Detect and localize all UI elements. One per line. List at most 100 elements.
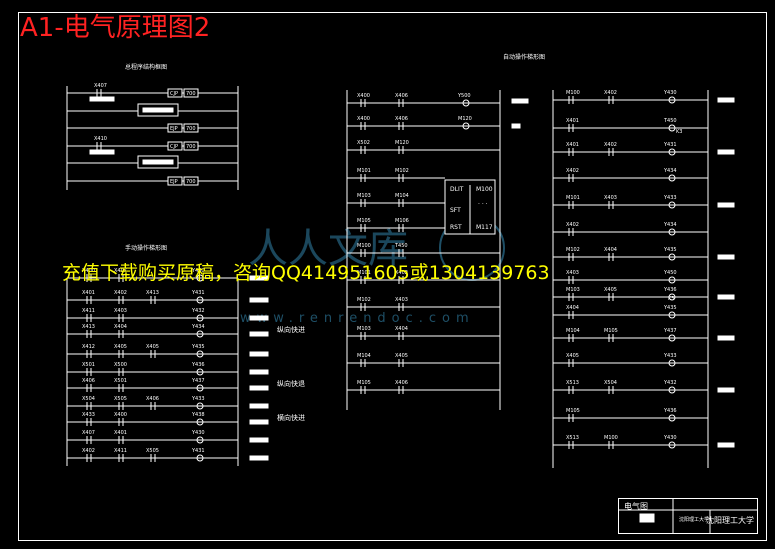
coil bbox=[668, 359, 676, 367]
output-bar bbox=[717, 97, 735, 103]
contact-label: M103 bbox=[566, 287, 580, 293]
coil bbox=[196, 274, 204, 282]
instruction-box bbox=[167, 123, 183, 133]
contact-label: X406 bbox=[395, 380, 408, 386]
contact-label: X405 bbox=[604, 287, 617, 293]
contact-label: X500 bbox=[114, 362, 127, 368]
coil-label: Y437 bbox=[663, 328, 677, 334]
contact-label: X403 bbox=[566, 270, 579, 276]
coil-label: Y434 bbox=[663, 168, 677, 174]
contact-label: X402 bbox=[114, 290, 127, 296]
contact-label: M101 bbox=[566, 195, 580, 201]
coil-label: Y436 bbox=[663, 287, 677, 293]
output-bar bbox=[249, 331, 269, 337]
contact-label: X401 bbox=[566, 142, 579, 148]
contact-label: M102 bbox=[357, 297, 371, 303]
title-block-school: 沈阳理工大学 bbox=[706, 516, 754, 525]
coil bbox=[196, 368, 204, 376]
note-longitudinal-fast: 纵向快进 bbox=[277, 326, 305, 334]
output-bar bbox=[717, 442, 735, 448]
watermark-text: 人人文库 bbox=[248, 226, 408, 272]
coil bbox=[668, 441, 676, 449]
contact-label: X405 bbox=[114, 344, 127, 350]
contact-label: X406 bbox=[82, 378, 95, 384]
coil-label: Y431 bbox=[191, 448, 205, 454]
function-dots: . . . bbox=[478, 199, 488, 206]
coil bbox=[196, 350, 204, 358]
contact-label: X404 bbox=[566, 305, 579, 311]
contact-label: M104 bbox=[566, 328, 580, 334]
contact-label: X505 bbox=[114, 396, 127, 402]
contact-label: X404 bbox=[604, 247, 617, 253]
promo-banner: 充值下载购买原稿，咨询QQ414951605或1304139763 bbox=[62, 262, 550, 284]
bar bbox=[89, 149, 115, 155]
contact-label: X402 bbox=[566, 168, 579, 174]
coil bbox=[668, 293, 676, 301]
function-block-bar bbox=[142, 107, 174, 113]
coil-label: Y450 bbox=[663, 270, 677, 276]
function-arg: M100 bbox=[476, 186, 493, 193]
coil-label: Y433 bbox=[191, 396, 205, 402]
contact-label: X504 bbox=[82, 396, 95, 402]
contact-label: X504 bbox=[604, 380, 617, 386]
output-bar bbox=[717, 387, 735, 393]
instruction-arg: 700 bbox=[186, 144, 196, 150]
coil-label: Y437 bbox=[191, 378, 205, 384]
contact-label: M105 bbox=[357, 218, 371, 224]
contact-label: X406 bbox=[395, 116, 408, 122]
coil-label: Y433 bbox=[663, 353, 677, 359]
function-block-bar bbox=[142, 159, 174, 165]
coil-label: Y436 bbox=[191, 362, 205, 368]
contact-label: M103 bbox=[357, 193, 371, 199]
coil bbox=[196, 330, 204, 338]
contact-label: M104 bbox=[357, 353, 371, 359]
contact-label: M102 bbox=[566, 247, 580, 253]
contact-label: X413 bbox=[146, 290, 159, 296]
output-bar bbox=[717, 294, 735, 300]
title-block: 电气图 沈阳理工大学 沈阳理工大学 bbox=[618, 498, 758, 534]
coil bbox=[462, 99, 470, 107]
contact-label: X404 bbox=[395, 326, 408, 332]
coil-label: Y430 bbox=[663, 90, 677, 96]
coil bbox=[668, 124, 676, 132]
coil bbox=[668, 201, 676, 209]
coil bbox=[668, 228, 676, 236]
contact-label: X406 bbox=[395, 93, 408, 99]
coil bbox=[668, 334, 676, 342]
coil-label: T450 bbox=[663, 118, 677, 124]
coil bbox=[196, 402, 204, 410]
coil-label: Y432 bbox=[191, 308, 205, 314]
contact-label: M103 bbox=[357, 326, 371, 332]
function-op: SFT bbox=[450, 207, 461, 214]
coil-label: Y435 bbox=[663, 247, 677, 253]
contact-label: X401 bbox=[114, 430, 127, 436]
contact-label: M101 bbox=[357, 168, 371, 174]
coil bbox=[668, 148, 676, 156]
contact-label: X405 bbox=[395, 353, 408, 359]
coil-label: Y435 bbox=[663, 305, 677, 311]
coil bbox=[196, 314, 204, 322]
contact-label: X411 bbox=[114, 448, 127, 454]
contact-label: M105 bbox=[357, 380, 371, 386]
contact-label: X501 bbox=[82, 362, 95, 368]
contact-label: X403 bbox=[604, 195, 617, 201]
coil-label: Y433 bbox=[663, 195, 677, 201]
instruction-box bbox=[167, 176, 183, 186]
contact-label: X402 bbox=[604, 90, 617, 96]
instruction-box bbox=[167, 88, 183, 98]
contact-label: M106 bbox=[395, 218, 409, 224]
contact-label: X501 bbox=[114, 378, 127, 384]
instruction-op: EJP bbox=[170, 179, 178, 185]
contact-label: X402 bbox=[604, 142, 617, 148]
contact-label: X407 bbox=[82, 430, 95, 436]
coil-label: Y434 bbox=[191, 324, 205, 330]
drawing-title: A1-电气原理图2 bbox=[20, 13, 211, 43]
coil bbox=[196, 296, 204, 304]
coil bbox=[668, 174, 676, 182]
contact-label: X412 bbox=[82, 344, 95, 350]
contact-label: X433 bbox=[82, 412, 95, 418]
instruction-op: CJP bbox=[170, 91, 178, 97]
function-arg: M117 bbox=[476, 224, 493, 231]
title-block-drawing-name: 电气图 bbox=[624, 502, 648, 511]
